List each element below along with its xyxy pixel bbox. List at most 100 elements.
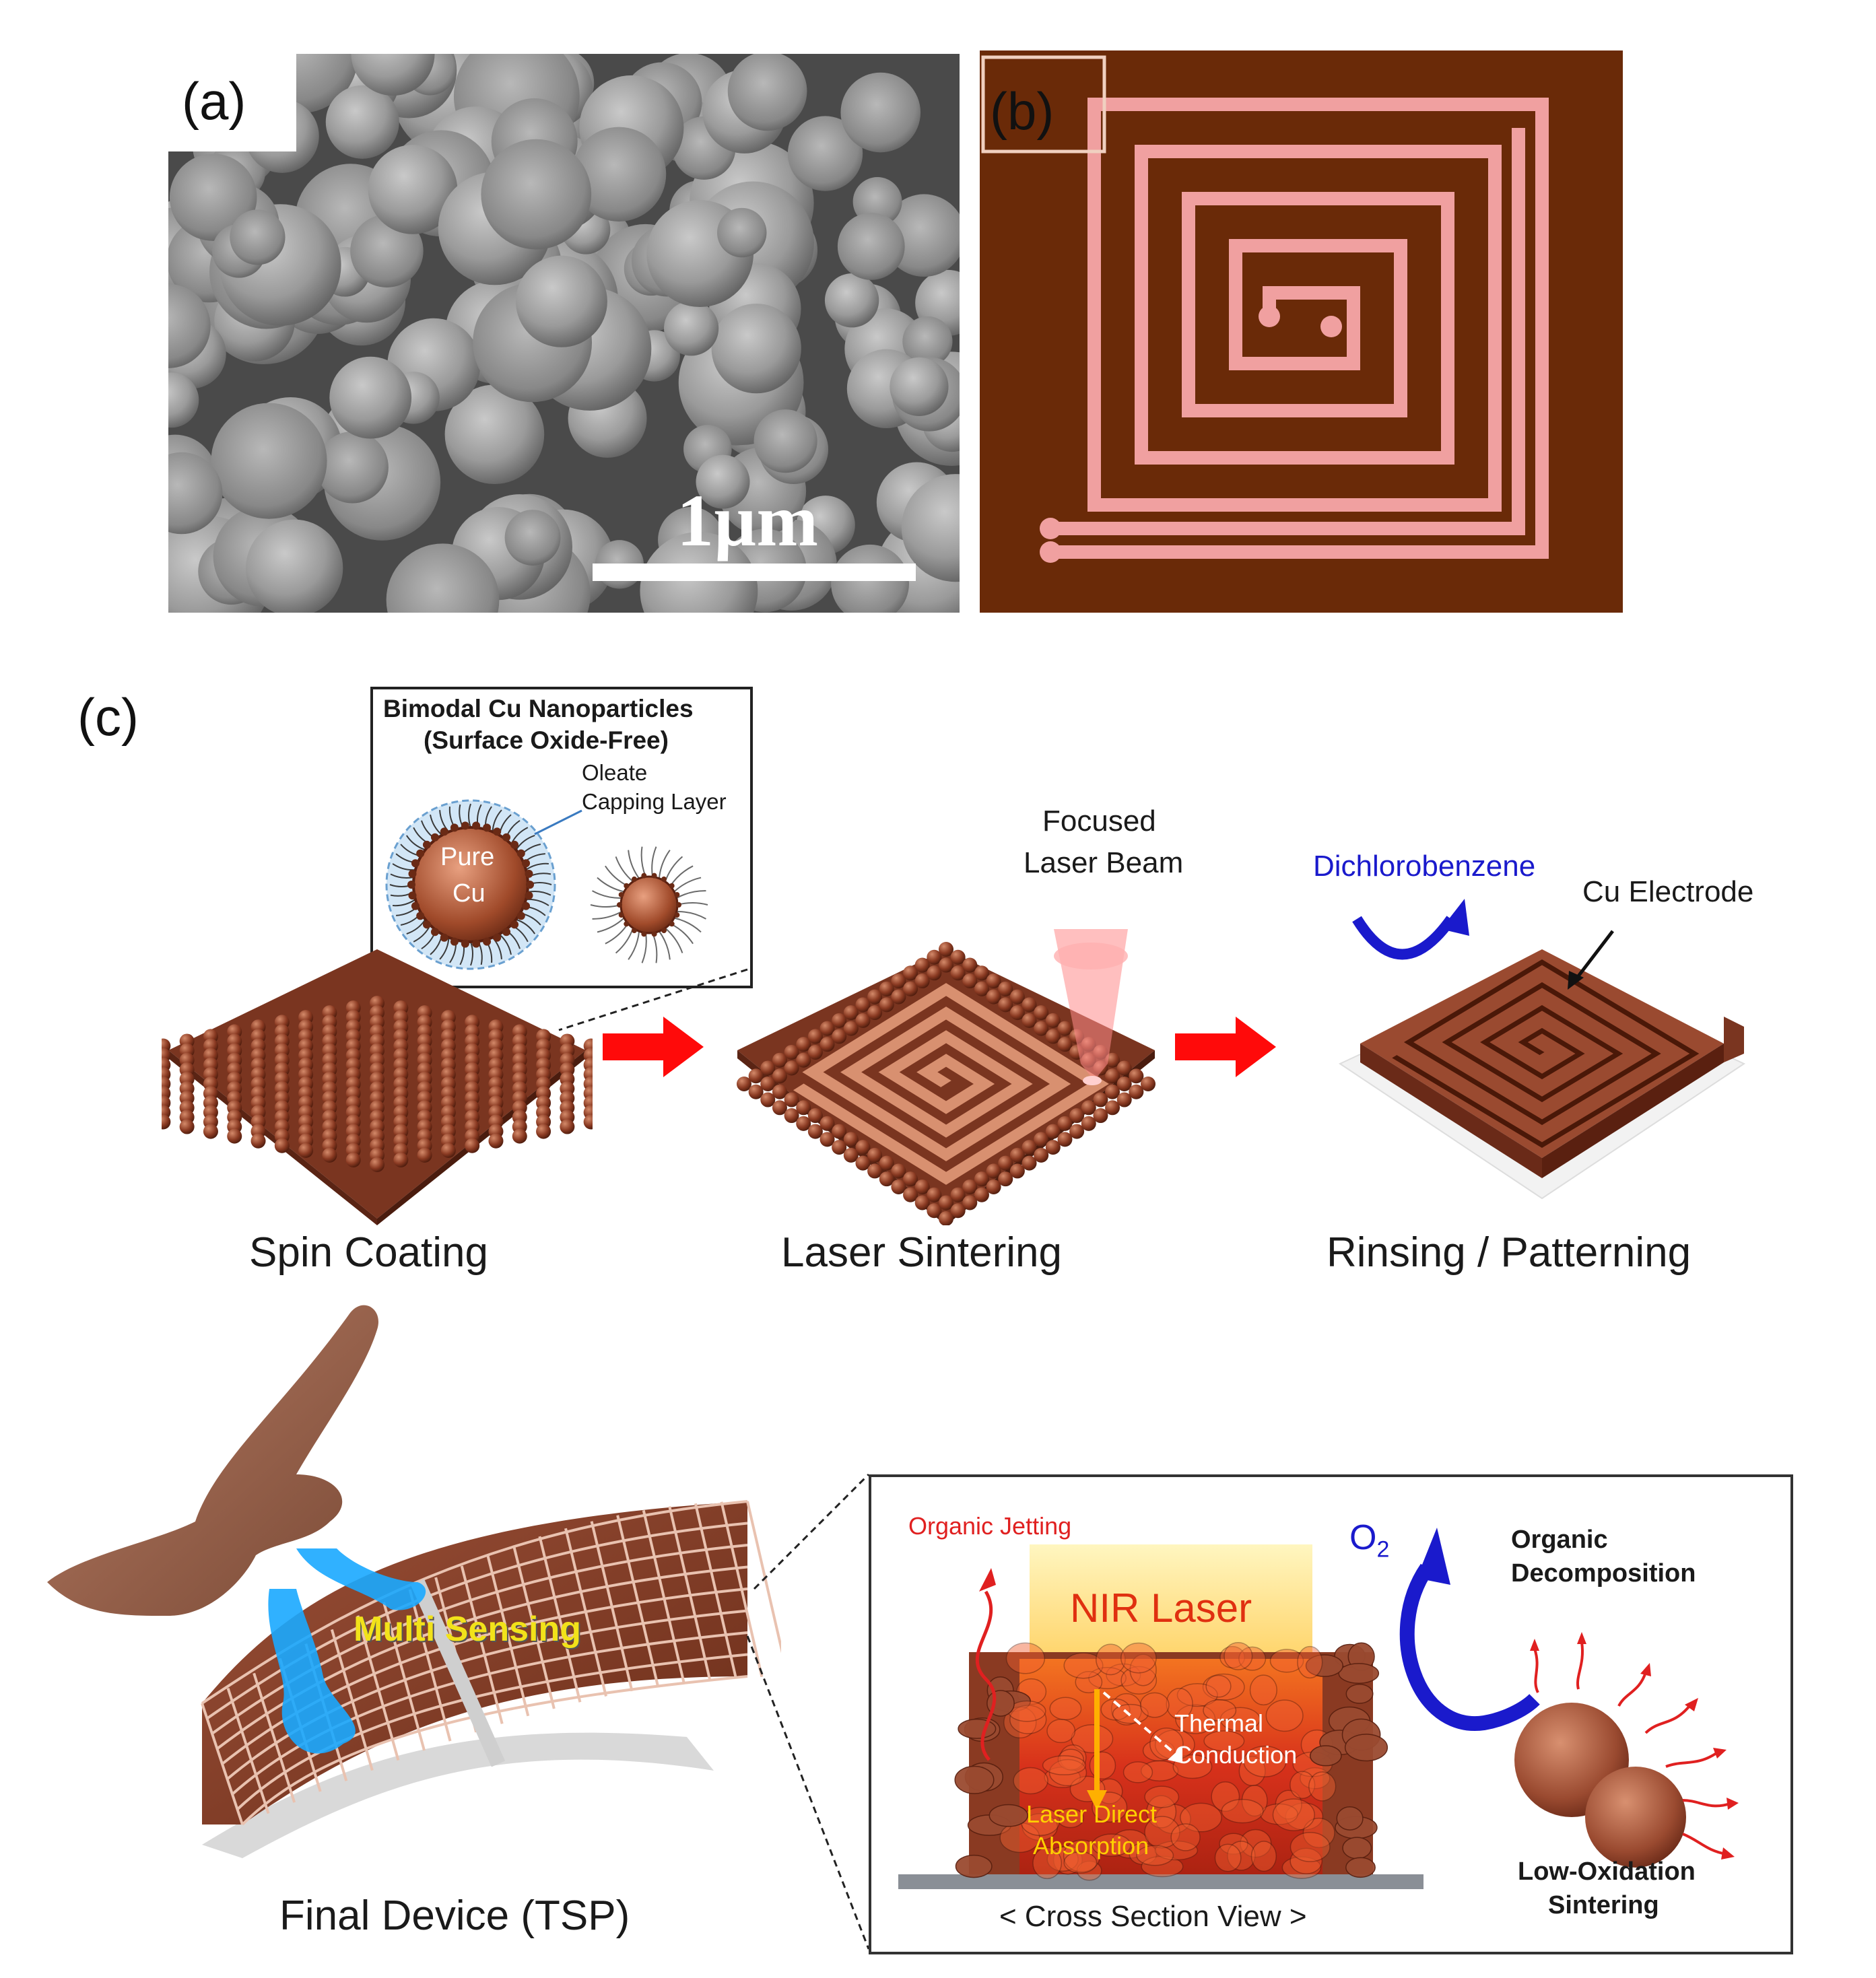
cu-nanoparticle — [998, 997, 1013, 1013]
sem-particle — [696, 454, 750, 509]
surface-atom — [483, 823, 492, 832]
sintered-particle — [1120, 1666, 1158, 1695]
surface-atom — [502, 833, 511, 842]
sintered-particle — [1003, 1706, 1037, 1739]
oleate-ligand — [468, 803, 471, 828]
sintered-particle — [1141, 1855, 1184, 1878]
sintered-particle — [1238, 1646, 1267, 1671]
cu-nanoparticle — [1034, 1005, 1049, 1021]
cu-nanoparticle — [1093, 1092, 1108, 1107]
cu-nanoparticle — [796, 1116, 811, 1131]
inset-title-line1: Bimodal Cu Nanoparticles — [383, 695, 694, 722]
cross-section-inset: Organic Jetting NIR Laser O2 Thermal Con… — [869, 1474, 1793, 1954]
cu-nanoparticle — [986, 1163, 1001, 1179]
sintered-particle — [1049, 1697, 1082, 1721]
surface-atom — [525, 891, 533, 900]
cu-nanoparticle — [819, 1116, 835, 1131]
surface-atom — [632, 928, 637, 934]
rinse-arrow — [1352, 899, 1469, 960]
final-device-caption: Final Device (TSP) — [279, 1892, 630, 1939]
cu-nanoparticle — [962, 957, 978, 973]
sintered-particle — [1144, 1816, 1180, 1849]
cu-nanoparticle — [914, 1179, 930, 1194]
sem-particle — [481, 139, 592, 250]
cu-nanoparticle — [903, 981, 918, 996]
inset-title-line2: (Surface Oxide-Free) — [424, 726, 669, 754]
electrode-line — [590, 1521, 634, 1692]
cu-nanoparticle — [1021, 1013, 1037, 1028]
core-label-line2: Cu — [453, 879, 485, 908]
sintered-particle — [1289, 1832, 1331, 1862]
cu-nanoparticle — [950, 1187, 966, 1202]
sintered-particle — [1240, 1829, 1272, 1858]
panel-a-label: (a) — [182, 71, 246, 131]
panel-c-label: (c) — [77, 687, 139, 747]
cu-nanoparticle — [832, 1124, 847, 1139]
oleate-ligand — [673, 917, 702, 933]
cu-nanoparticle — [784, 1092, 799, 1107]
sintered-particle — [954, 1765, 995, 1794]
electrode-line — [241, 1675, 748, 1826]
sintered-particle — [1224, 1641, 1253, 1670]
cu-nanoparticle — [962, 1195, 978, 1210]
cu-nanoparticle — [1069, 1124, 1085, 1139]
oleate-ligand — [498, 933, 512, 955]
sintered-particle — [1344, 1734, 1388, 1762]
cu-nanoparticle — [1069, 1108, 1085, 1124]
thermal-label-line2: Conduction — [1174, 1741, 1298, 1769]
spin-coating-substrate — [162, 949, 593, 1225]
cu-nanoparticle — [298, 1143, 314, 1158]
surface-atom — [408, 891, 417, 900]
cu-nanoparticle — [1034, 1021, 1049, 1036]
sintered-particle — [1088, 1667, 1127, 1690]
electrode-line — [512, 1544, 556, 1709]
sintered-particle — [1289, 1847, 1323, 1875]
electrode-line — [460, 1565, 504, 1724]
surface-atom — [632, 876, 637, 882]
electrode-line — [356, 1615, 400, 1761]
cu-nanoparticle — [867, 1163, 883, 1179]
direct-label-line2: Absorption — [1033, 1832, 1149, 1860]
scale-bar-label: 1µm — [677, 479, 819, 561]
cu-nanoparticle — [1116, 1077, 1132, 1091]
cu-nanoparticle — [914, 1195, 930, 1210]
sintered-particle — [958, 1718, 997, 1739]
cross-section-drawing — [898, 1528, 1739, 1889]
surface-atom — [641, 931, 647, 937]
surface-atom — [430, 833, 439, 842]
sintered-particle — [1063, 1839, 1101, 1873]
surface-atom — [472, 939, 481, 948]
cu-nanoparticle — [772, 1068, 787, 1084]
cu-nanoparticle — [927, 1187, 942, 1202]
cu-nanoparticle — [843, 1021, 859, 1036]
sem-particle — [837, 213, 905, 280]
sintered-particle — [1044, 1767, 1081, 1788]
cu-nanoparticle — [807, 1029, 823, 1044]
sintered-particle — [955, 1854, 993, 1878]
surface-atom — [430, 928, 439, 936]
laser-sintering-substrate — [737, 929, 1155, 1225]
cu-nanoparticle — [939, 942, 953, 957]
cu-nanoparticle — [772, 1084, 787, 1099]
cu-nanoparticle — [1034, 1147, 1049, 1163]
surface-atom — [674, 891, 680, 897]
sintered-particle — [1048, 1759, 1087, 1787]
cu-nanoparticle — [1009, 989, 1025, 1004]
cu-nanoparticle — [879, 1171, 894, 1187]
sintered-particle — [1052, 1845, 1083, 1875]
cu-nanoparticle — [465, 1138, 480, 1153]
cu-nanoparticle — [393, 1152, 409, 1167]
sintered-particle — [1180, 1802, 1222, 1833]
cu-nanoparticle — [879, 1155, 894, 1171]
sintered-particle — [1009, 1705, 1047, 1734]
sintered-particle — [1243, 1745, 1287, 1777]
cu-nanoparticle — [760, 1060, 776, 1076]
cu-nanoparticle — [891, 1179, 906, 1194]
sem-particle — [883, 194, 966, 277]
sem-particle — [664, 301, 719, 356]
sintered-particle — [1057, 1808, 1084, 1829]
cu-nanoparticle — [370, 1157, 384, 1172]
cu-nanoparticle — [179, 1119, 195, 1134]
cu-nanoparticle — [1034, 1132, 1049, 1147]
cu-nanoparticle — [843, 1132, 859, 1147]
